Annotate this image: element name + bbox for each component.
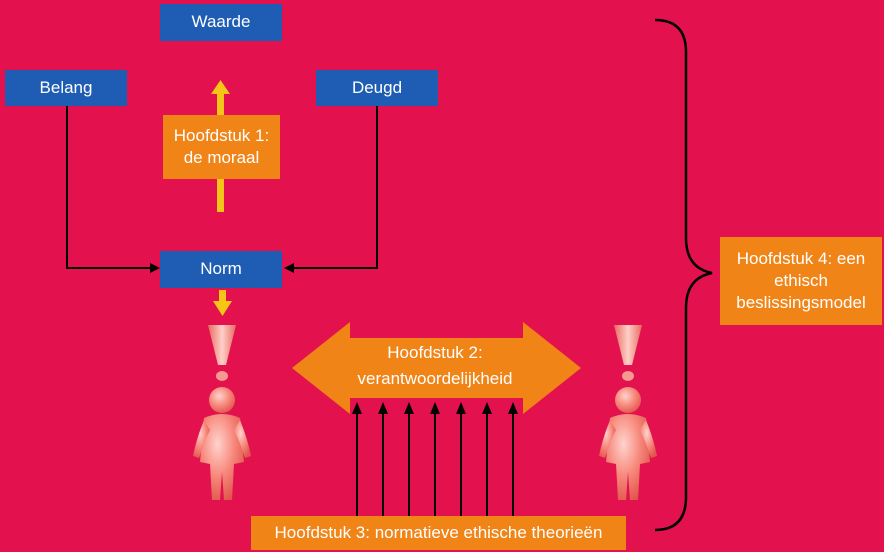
connector-belang-norm [66,106,160,273]
theory-arrow [482,402,492,520]
chapter-2-line2: verantwoordelijkheid [357,369,513,389]
chapter-4-line1: Hoofdstuk 4: een [736,248,866,268]
connector-deugd-norm [284,106,378,273]
node-norm: Norm [160,251,282,288]
chapter-4-box: Hoofdstuk 4: een ethisch beslissingsmode… [720,237,882,325]
double-headed-arrow [292,322,581,414]
theory-arrow [508,402,518,520]
person-icon-left [193,387,251,500]
node-deugd: Deugd [316,70,438,106]
curly-brace [654,18,713,532]
node-waarde-label: Waarde [191,12,251,32]
chapter-4-line3: beslissingsmodel [736,293,866,313]
node-waarde: Waarde [160,4,282,41]
node-norm-label: Norm [200,259,242,279]
node-belang: Belang [5,70,127,106]
exclamation-icon-right [614,325,642,381]
chapter-1-line1: Hoofdstuk 1: [173,125,270,145]
person-icon-right [599,387,657,500]
theory-arrow [378,402,388,520]
exclamation-icon-left [208,325,236,381]
theory-arrow [404,402,414,520]
chapter-1-box: Hoofdstuk 1: de moraal [163,115,280,179]
theory-arrow [430,402,440,520]
node-deugd-label: Deugd [351,77,403,97]
chapter-4-line2: ethisch [774,270,828,290]
chapter-2-line1: Hoofdstuk 2: [387,343,483,362]
chapter-1-line2: de moraal [183,148,260,167]
theory-arrow [352,402,362,520]
node-belang-label: Belang [39,77,93,97]
theory-arrow [456,402,466,520]
chapter-3-label: Hoofdstuk 3: normatieve ethische theorie… [274,522,603,542]
theory-arrows [352,402,518,520]
chapter-2-label: Hoofdstuk 2: verantwoordelijkheid [330,340,540,393]
yellow-arrow-down [213,290,232,316]
chapter-3-box: Hoofdstuk 3: normatieve ethische theorie… [251,516,626,550]
